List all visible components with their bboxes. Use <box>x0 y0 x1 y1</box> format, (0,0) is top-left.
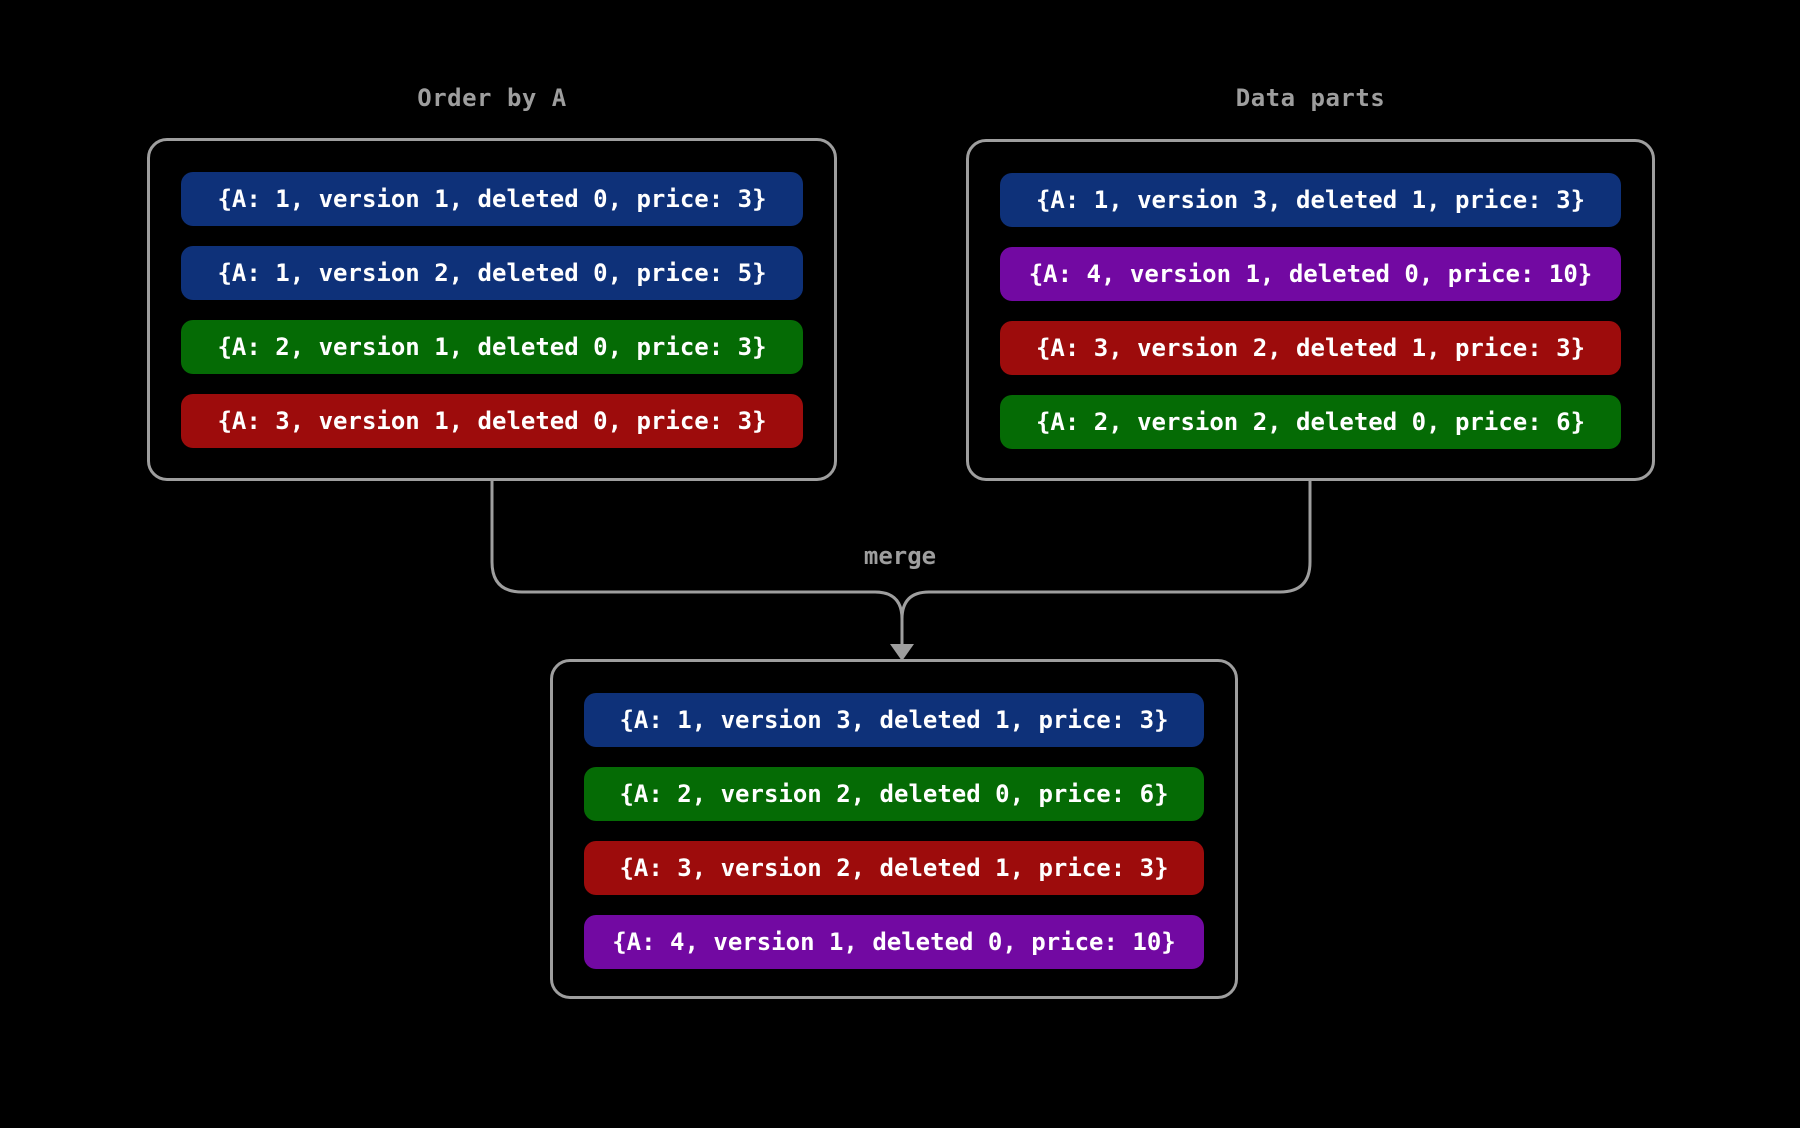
order-by-a-title: Order by A <box>417 84 567 112</box>
record-row: {A: 2, version 2, deleted 0, price: 6} <box>584 767 1204 821</box>
record-row: {A: 4, version 1, deleted 0, price: 10} <box>1000 247 1621 301</box>
merged-result-box: {A: 1, version 3, deleted 1, price: 3} {… <box>550 659 1238 999</box>
record-row: {A: 3, version 1, deleted 0, price: 3} <box>181 394 803 448</box>
record-row: {A: 3, version 2, deleted 1, price: 3} <box>584 841 1204 895</box>
record-row: {A: 3, version 2, deleted 1, price: 3} <box>1000 321 1621 375</box>
data-parts-box: {A: 1, version 3, deleted 1, price: 3} {… <box>966 139 1655 481</box>
record-row: {A: 4, version 1, deleted 0, price: 10} <box>584 915 1204 969</box>
merge-label: merge <box>863 542 937 570</box>
arrow-head-icon <box>890 644 914 661</box>
left-connector-line <box>490 481 904 646</box>
order-by-a-box: {A: 1, version 1, deleted 0, price: 3} {… <box>147 138 837 481</box>
record-row: {A: 2, version 1, deleted 0, price: 3} <box>181 320 803 374</box>
record-row: {A: 2, version 2, deleted 0, price: 6} <box>1000 395 1621 449</box>
record-row: {A: 1, version 2, deleted 0, price: 5} <box>181 246 803 300</box>
record-row: {A: 1, version 3, deleted 1, price: 3} <box>584 693 1204 747</box>
record-row: {A: 1, version 3, deleted 1, price: 3} <box>1000 173 1621 227</box>
record-row: {A: 1, version 1, deleted 0, price: 3} <box>181 172 803 226</box>
right-connector-line <box>900 481 1312 620</box>
data-parts-title: Data parts <box>1235 84 1386 112</box>
